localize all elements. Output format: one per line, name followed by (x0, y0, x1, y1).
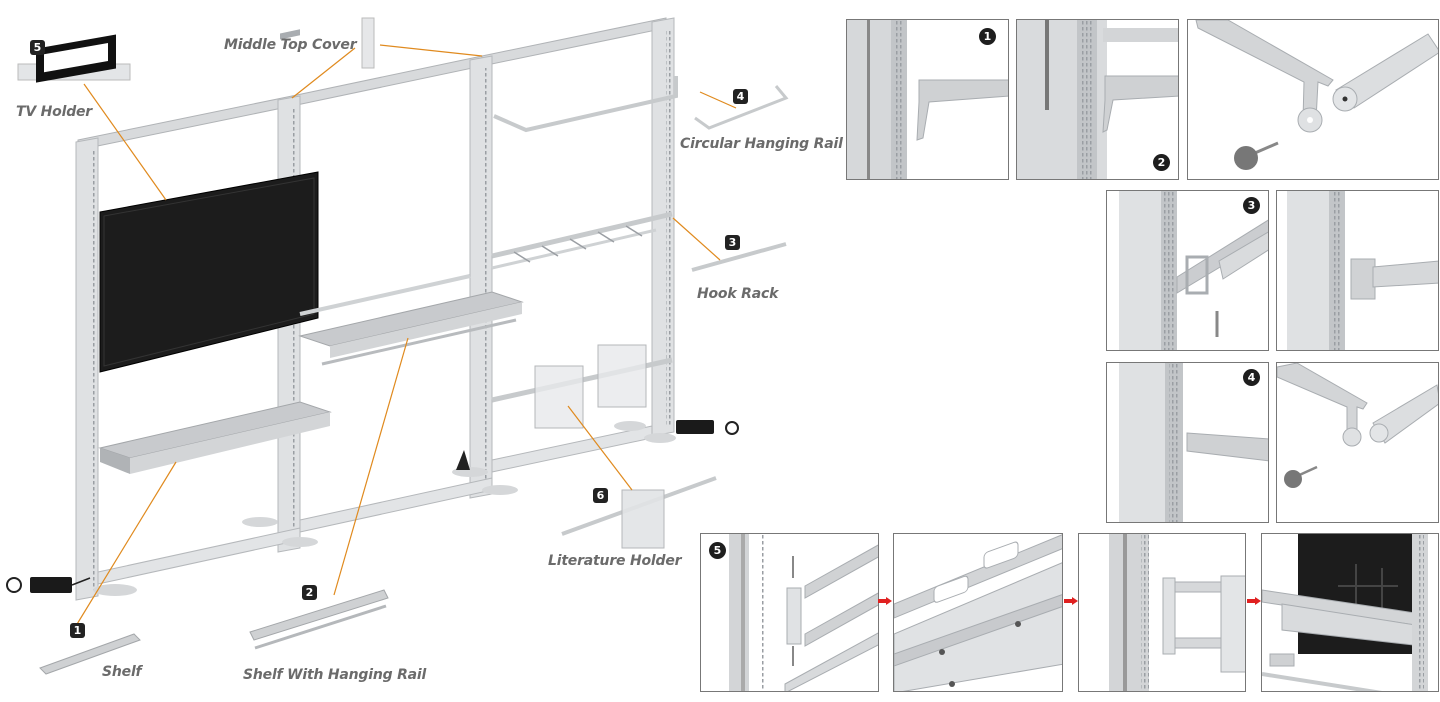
detail-panel-tv-holder-parts: 5 (700, 533, 879, 692)
exploded-middle-top-cover (361, 17, 375, 69)
step-number-badge: 3 (1243, 197, 1260, 214)
detail-panel-shelf-bracket: 1 (846, 19, 1009, 180)
exploded-shelf (39, 633, 141, 675)
label-middle-top-cover: Middle Top Cover (224, 37, 357, 53)
step-arrow-icon (878, 597, 892, 605)
exploded-tv-holder (17, 34, 131, 83)
detail-panel-rails-on-plate (893, 533, 1063, 692)
step-arrow-icon (1247, 597, 1261, 605)
exploded-hook-rack (691, 242, 787, 272)
detail-panel-rail-bracket: 4 (1106, 362, 1269, 523)
component-number-badge: 6 (593, 488, 608, 503)
upright-3 (469, 55, 493, 499)
component-number-badge: 5 (30, 40, 45, 55)
step-arrow-icon (1064, 597, 1078, 605)
power-adapter (6, 420, 739, 593)
exploded-shelf-with-rail (249, 589, 389, 650)
detail-panel-shelf-rail: 2 (1016, 19, 1179, 180)
step-number-badge: 5 (709, 542, 726, 559)
detail-panel-hook-rack-mounted (1276, 190, 1439, 351)
label-hook-rack: Hook Rack (697, 286, 779, 302)
step-number-badge: 1 (979, 28, 996, 45)
label-tv-holder: TV Holder (16, 104, 93, 120)
exploded-circular-rail (694, 85, 789, 130)
detail-panel-tv-mounted (1261, 533, 1439, 692)
upright-1 (75, 137, 99, 601)
main-illustration (6, 17, 789, 675)
shelf-2 (298, 291, 524, 366)
middle-top-cover (280, 29, 300, 40)
top-beam (77, 17, 667, 151)
literature-holder (534, 344, 647, 429)
detail-panel-holder-on-upright (1078, 533, 1246, 692)
cross-rail (299, 274, 471, 316)
component-number-badge: 1 (70, 623, 85, 638)
exploded-literature-holder (561, 476, 717, 549)
label-literature-holder: Literature Holder (548, 553, 682, 569)
component-number-badge: 2 (302, 585, 317, 600)
shelf-1 (98, 401, 332, 474)
detail-panel-rail-endcap (1187, 19, 1439, 180)
label-shelf: Shelf (102, 664, 142, 680)
component-number-badge: 3 (725, 235, 740, 250)
circular-hanging-rail (493, 76, 678, 133)
hook-rack (491, 211, 673, 270)
label-shelf-with-hanging-rail: Shelf With Hanging Rail (243, 667, 427, 683)
leader-lines (70, 44, 737, 635)
detail-panel-rail-endcap-2 (1276, 362, 1439, 523)
step-number-badge: 4 (1243, 369, 1260, 386)
detail-panel-hook-rack-clamp: 3 (1106, 190, 1269, 351)
step-number-badge: 2 (1153, 154, 1170, 171)
tv-screen (99, 171, 319, 373)
label-circular-hanging-rail: Circular Hanging Rail (680, 136, 843, 152)
component-number-badge: 4 (733, 89, 748, 104)
upright-4 (651, 17, 675, 437)
